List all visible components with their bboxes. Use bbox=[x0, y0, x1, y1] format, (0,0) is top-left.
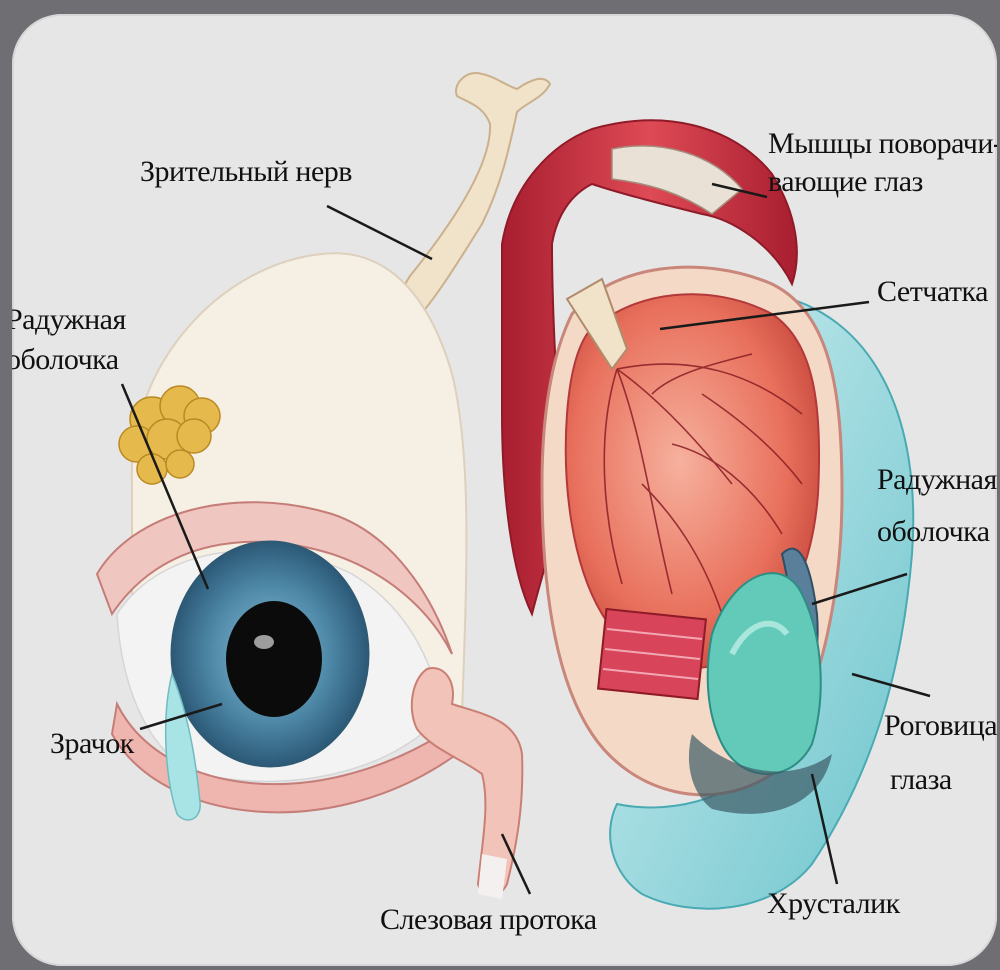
label-iris-right-line1: Радужная bbox=[877, 462, 997, 498]
left-pupil bbox=[226, 601, 322, 717]
label-lens: Хрусталик bbox=[767, 886, 900, 922]
diagram-card: Зрительный нерв Мышцы поворачи- вающие г… bbox=[12, 14, 997, 966]
right-eye-section bbox=[502, 120, 913, 908]
label-optic-nerve: Зрительный нерв bbox=[140, 154, 352, 190]
label-iris-right-line2: оболочка bbox=[877, 514, 990, 550]
label-retina: Сетчатка bbox=[877, 274, 988, 310]
label-cornea-line2: глаза bbox=[890, 762, 952, 798]
label-iris-left-line1: Радужная bbox=[12, 302, 126, 338]
label-tear-duct: Слезовая протока bbox=[380, 902, 597, 938]
label-pupil: Зрачок bbox=[50, 726, 134, 762]
label-eye-muscles-line1: Мышцы поворачи- bbox=[768, 126, 997, 162]
label-eye-muscles-line2: вающие глаз bbox=[768, 164, 923, 200]
label-iris-left-line2: оболочка bbox=[12, 342, 119, 378]
label-cornea-line1: Роговица bbox=[884, 708, 997, 744]
